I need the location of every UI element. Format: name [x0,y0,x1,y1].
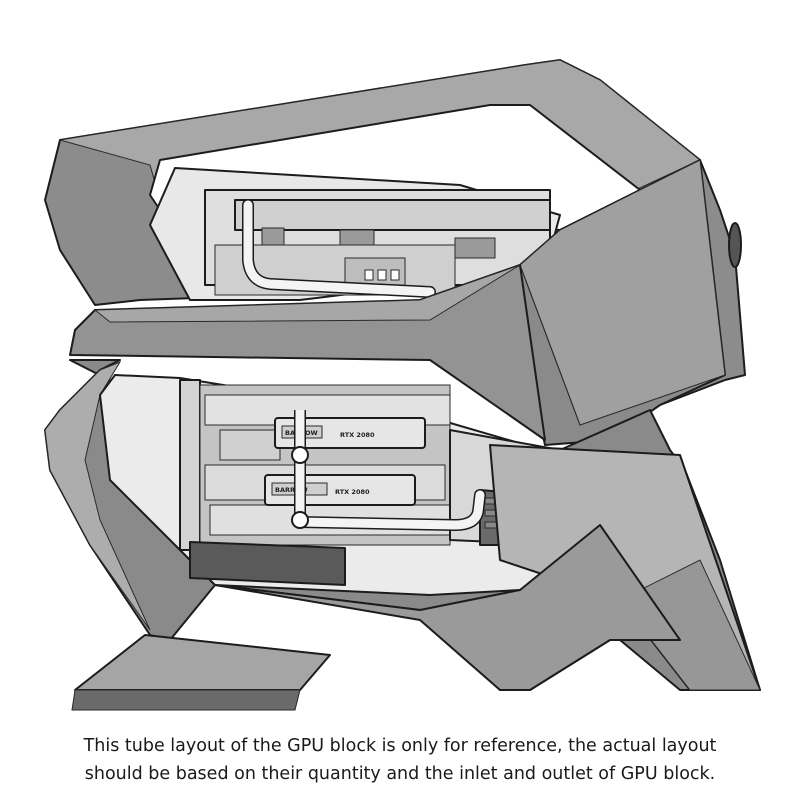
case-top-interior [149,167,561,301]
side-knob [728,222,742,268]
gpu-bottom-brand: BARROW [275,486,308,494]
case-front-foot [71,634,331,711]
case-middle-band [69,264,546,441]
case-lower-blade [214,524,681,691]
gpu-bottom-model: RTX 2080 [335,488,370,496]
diagram-caption: This tube layout of the GPU block is onl… [40,732,760,788]
caption-line-2: should be based on their quantity and th… [84,764,716,784]
gpu-top-model: RTX 2080 [340,431,375,439]
pc-case-diagram: BARROW RTX 2080 BARROW RTX 2080 [44,59,761,711]
caption-line-1: This tube layout of the GPU block is onl… [83,736,717,756]
